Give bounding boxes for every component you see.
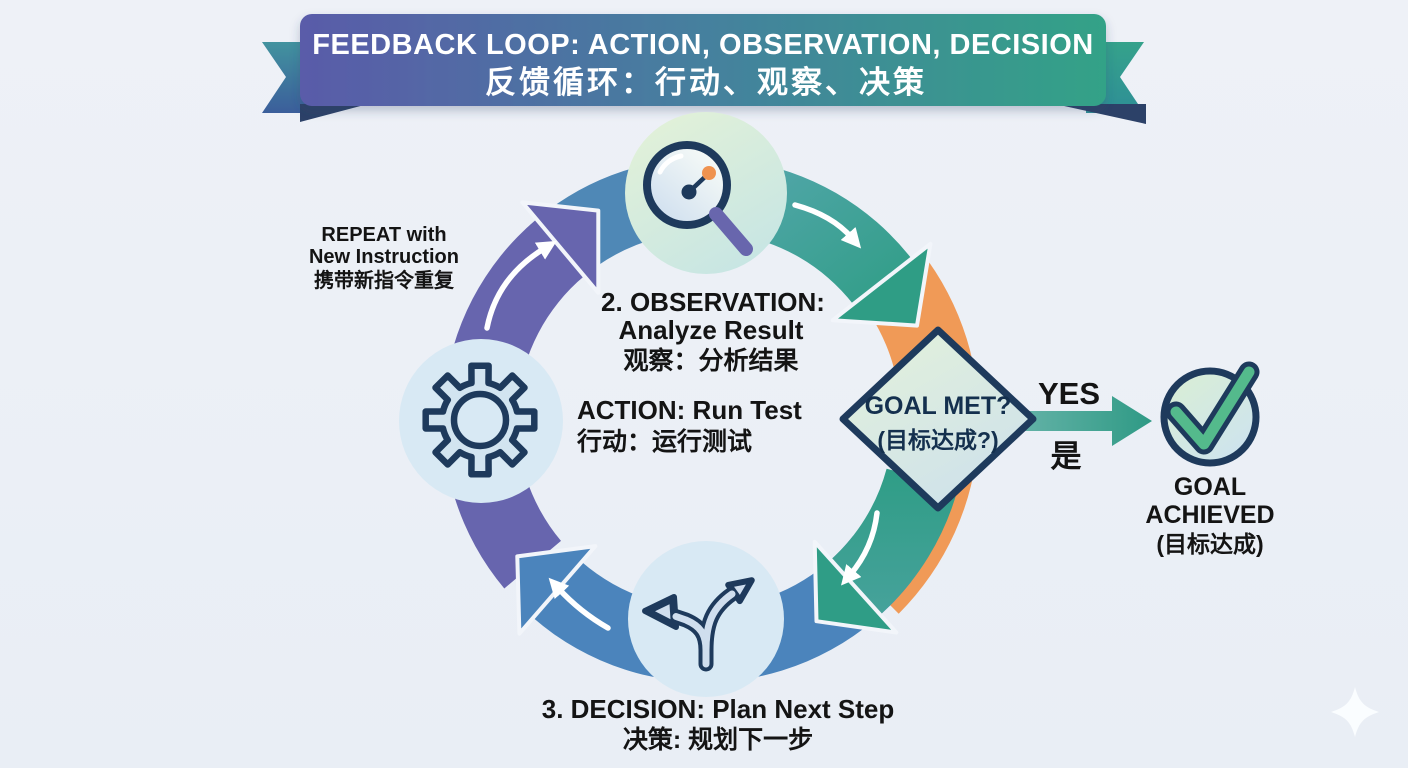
yes-arrow: YES 是: [1016, 376, 1152, 474]
magnifier-gauge-icon: [643, 141, 753, 256]
observation-subtitle: Analyze Result: [619, 315, 804, 345]
flow-arrow-left-icon: [548, 577, 611, 631]
observation-title: 2. OBSERVATION:: [601, 287, 825, 317]
ribbon-banner: FEEDBACK LOOP: ACTION, OBSERVATION, DECI…: [262, 14, 1146, 124]
goal-question-zh: (目标达成?): [877, 427, 998, 453]
check-icon: [1165, 361, 1260, 455]
repeat-line3: 携带新指令重复: [314, 268, 455, 292]
node-decision: 3. DECISION: Plan Next Step 决策: 规划下一步: [542, 541, 895, 754]
arc-teal-top-arrowhead: [830, 241, 933, 328]
fork-right-arrowhead-fill: [734, 584, 746, 595]
fork-left-arrowhead-fill: [655, 604, 671, 620]
flow-arrow-down-icon: [841, 510, 880, 586]
goal-diamond: GOAL MET? (目标达成?): [839, 326, 1037, 512]
decision-title: 3. DECISION: Plan Next Step: [542, 694, 895, 724]
yes-arrow-shape: [1016, 396, 1152, 446]
gauge-pivot-dot: [681, 184, 697, 200]
repeat-note: REPEAT with New Instruction 携带新指令重复: [309, 224, 459, 292]
lens-highlight: [657, 153, 684, 175]
decision-title-zh: 决策: 规划下一步: [623, 725, 813, 754]
magnifier-handle: [709, 207, 753, 256]
node-action: ACTION: Run Test 行动：运行测试: [399, 339, 802, 503]
goal-question-en: GOAL MET?: [865, 392, 1012, 420]
action-title: ACTION: Run Test: [577, 395, 802, 425]
flow-arrow-right-icon: [792, 202, 862, 249]
ribbon-fold-right: [1055, 104, 1146, 124]
check-fill: [1170, 366, 1255, 450]
fork-right-branch-fill: [702, 590, 736, 654]
ribbon-body: [300, 14, 1106, 106]
goal-diamond-shape: [839, 326, 1037, 512]
arc-purple-arrowhead: [520, 200, 601, 295]
arc-teal-bottom-arrowhead: [812, 539, 899, 635]
banner-title-en: FEEDBACK LOOP: ACTION, OBSERVATION, DECI…: [312, 29, 1093, 61]
observation-subtitle-zh: 观察：分析结果: [623, 347, 798, 375]
arc-teal-bottom: [830, 468, 959, 615]
banner-title-zh: 反馈循环：行动、观察、决策: [485, 65, 927, 100]
repeat-line2: New Instruction: [309, 246, 459, 268]
ribbon-fold-left: [300, 104, 368, 122]
gear-icon: [422, 362, 538, 478]
action-title-zh: 行动：运行测试: [576, 428, 752, 456]
gauge-orange-dot: [702, 166, 716, 180]
yes-label-en: YES: [1038, 376, 1100, 411]
yes-label-zh: 是: [1051, 439, 1082, 474]
sparkle-icon: [1331, 687, 1379, 737]
achieved-line1: GOAL: [1174, 473, 1246, 501]
node-observation: 2. OBSERVATION: Analyze Result 观察：分析结果: [601, 112, 825, 375]
achieved-line3: (目标达成): [1156, 531, 1263, 557]
goal-achieved-badge: GOAL ACHIEVED (目标达成): [1145, 361, 1275, 557]
flow-arrow-up-icon: [484, 240, 557, 331]
fork-arrows-icon: [642, 577, 755, 672]
achieved-line2: ACHIEVED: [1145, 501, 1274, 529]
repeat-line1: REPEAT with: [321, 224, 446, 246]
